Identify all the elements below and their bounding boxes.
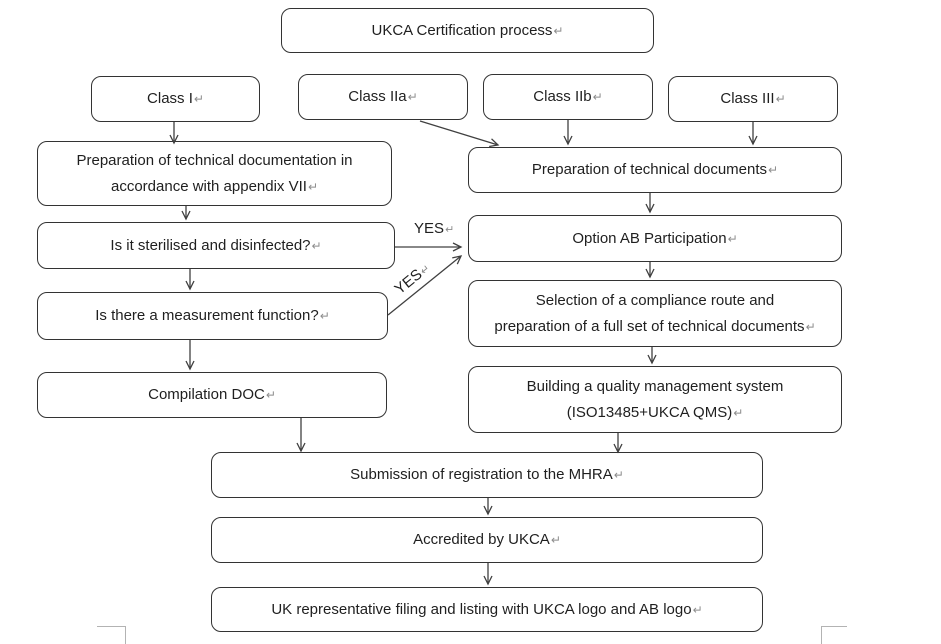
paragraph-mark: ↵ — [319, 309, 330, 324]
paragraph-mark: ↵ — [311, 238, 322, 253]
paragraph-mark: ↵ — [592, 90, 603, 105]
node-preparation-technical-documentation-label: Preparation of technical documentation i… — [76, 151, 353, 195]
paragraph-mark: ↵ — [553, 23, 564, 38]
paragraph-mark: ↵ — [692, 602, 703, 617]
edge-label-yes-sterilised-text: YES — [414, 220, 445, 237]
node-sterilised-disinfected: Is it sterilised and disinfected?↵ — [37, 222, 395, 269]
node-compilation-doc-label: Compilation DOC — [148, 386, 265, 404]
paragraph-mark: ↵ — [613, 468, 624, 483]
node-class-i: Class I↵ — [91, 76, 260, 122]
node-quality-management-system: Building a quality management system (IS… — [468, 366, 842, 433]
node-measurement-function: Is there a measurement function?↵ — [37, 292, 388, 340]
paragraph-mark: ↵ — [407, 90, 418, 105]
node-option-ab-participation: Option AB Participation↵ — [468, 215, 842, 262]
node-class-iii: Class III↵ — [668, 76, 838, 122]
node-class-i-label: Class I — [147, 90, 193, 108]
node-submission-mhra-label: Submission of registration to the MHRA — [350, 466, 613, 484]
node-compilation-doc: Compilation DOC↵ — [37, 372, 387, 418]
node-accredited-ukca-label: Accredited by UKCA — [413, 531, 550, 549]
node-accredited-ukca: Accredited by UKCA↵ — [211, 517, 763, 563]
arrow-class-iia-to-prep-right — [419, 120, 500, 148]
node-submission-mhra: Submission of registration to the MHRA↵ — [211, 452, 763, 498]
node-class-iii-label: Class III — [720, 90, 775, 108]
node-preparation-technical-documentation: Preparation of technical documentation i… — [37, 141, 392, 206]
paragraph-mark: ↵ — [768, 163, 779, 178]
node-sterilised-disinfected-label: Is it sterilised and disinfected? — [110, 236, 311, 254]
node-measurement-function-label: Is there a measurement function? — [95, 307, 319, 325]
node-class-iib-label: Class IIb — [533, 88, 592, 106]
paragraph-mark: ↵ — [775, 92, 786, 107]
node-preparation-technical-documents: Preparation of technical documents↵ — [468, 147, 842, 193]
node-class-iib: Class IIb↵ — [483, 74, 653, 120]
paragraph-mark: ↵ — [733, 405, 744, 420]
node-class-iia-label: Class IIa — [348, 88, 407, 106]
paragraph-mark: ↵ — [265, 388, 276, 403]
paragraph-mark: ↵ — [307, 179, 318, 194]
paragraph-mark: ↵ — [550, 533, 561, 548]
node-uk-representative-filing-label: UK representative filing and listing wit… — [271, 600, 692, 618]
node-selection-compliance-route-label: Selection of a compliance route and prep… — [494, 291, 805, 335]
node-quality-management-system-label: Building a quality management system (IS… — [526, 377, 784, 421]
node-uk-representative-filing: UK representative filing and listing wit… — [211, 587, 763, 632]
node-title: UKCA Certification process↵ — [281, 8, 654, 53]
node-selection-compliance-route: Selection of a compliance route and prep… — [468, 280, 842, 347]
page-margin-corner-mark-right — [821, 626, 847, 644]
paragraph-mark: ↵ — [193, 92, 204, 107]
node-class-iia: Class IIa↵ — [298, 74, 468, 120]
node-option-ab-participation-label: Option AB Participation — [572, 229, 727, 247]
paragraph-mark: ↵ — [445, 224, 455, 236]
paragraph-mark: ↵ — [727, 231, 738, 246]
paragraph-mark: ↵ — [805, 319, 816, 334]
edge-label-yes-measurement: YES↵ — [392, 259, 435, 299]
page-margin-corner-mark-left — [97, 626, 126, 644]
node-title-label: UKCA Certification process — [371, 21, 553, 39]
edge-label-yes-sterilised: YES↵ — [414, 220, 454, 239]
node-preparation-technical-documents-label: Preparation of technical documents — [531, 161, 768, 179]
